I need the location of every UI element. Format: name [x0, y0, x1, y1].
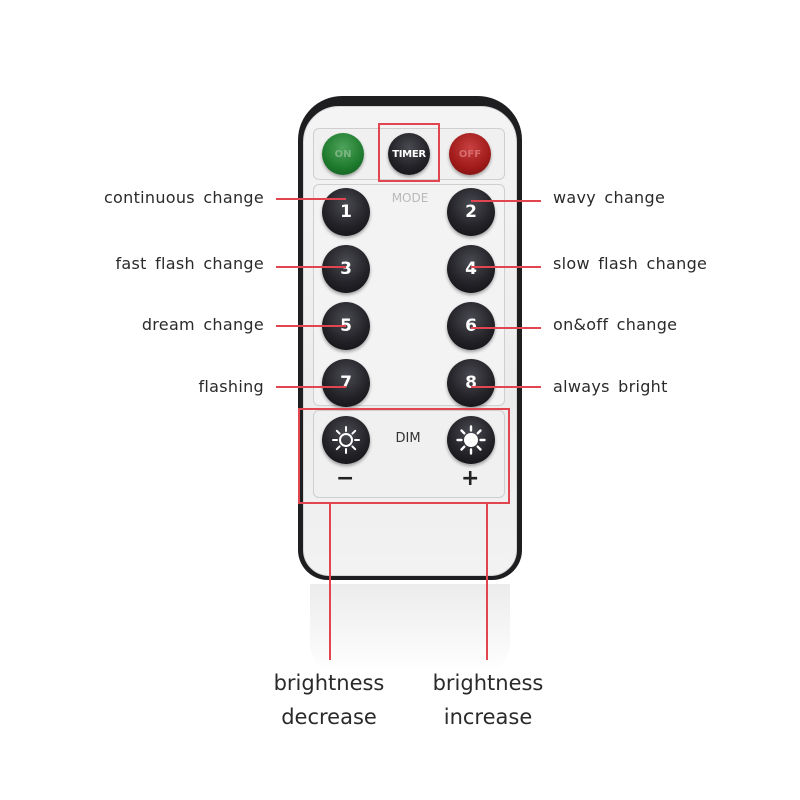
label-dim-plus-line1: brightness	[432, 671, 544, 695]
callout-line-7	[276, 386, 346, 388]
label-button-4: slow flash change	[553, 254, 708, 273]
callout-line-dim-plus	[486, 504, 488, 660]
sun-outline-icon	[332, 426, 360, 454]
label-button-6: on&off change	[553, 315, 678, 334]
callout-line-3	[276, 266, 346, 268]
dim-highlight-box	[298, 408, 510, 504]
label-button-5: dream change	[141, 315, 264, 334]
mode-button-4[interactable]: 4	[447, 245, 495, 293]
label-button-2: wavy change	[553, 188, 666, 207]
label-dim-minus-line2: decrease	[281, 705, 377, 729]
dim-label: DIM	[395, 431, 421, 446]
callout-line-6	[471, 327, 541, 329]
off-button[interactable]: OFF	[449, 133, 491, 175]
dim-plus-button[interactable]	[447, 416, 495, 464]
callout-line-1	[276, 198, 346, 200]
mode-button-7[interactable]: 7	[322, 359, 370, 407]
minus-sign: −	[336, 466, 355, 491]
timer-button[interactable]: TIMER	[388, 133, 430, 175]
label-dim-plus: brightness increase	[403, 666, 573, 734]
plus-sign: +	[461, 466, 480, 491]
timer-highlight-box	[378, 123, 440, 182]
callout-line-4	[471, 266, 541, 268]
label-dim-plus-line2: increase	[443, 705, 533, 729]
label-button-1: continuous change	[103, 188, 264, 207]
label-dim-minus-line1: brightness	[273, 671, 385, 695]
mode-label: MODE	[391, 191, 429, 205]
label-button-8: always bright	[553, 377, 668, 396]
label-button-7: flashing	[198, 377, 264, 396]
mode-button-8[interactable]: 8	[447, 359, 495, 407]
callout-line-2	[471, 200, 541, 202]
mode-button-6[interactable]: 6	[447, 302, 495, 350]
mode-button-3[interactable]: 3	[322, 245, 370, 293]
dim-minus-button[interactable]	[322, 416, 370, 464]
on-button[interactable]: ON	[322, 133, 364, 175]
mode-button-1[interactable]: 1	[322, 188, 370, 236]
callout-line-dim-minus	[329, 504, 331, 660]
callout-line-5	[276, 325, 346, 327]
callout-line-8	[471, 386, 541, 388]
label-dim-minus: brightness decrease	[244, 666, 414, 734]
label-button-3: fast flash change	[115, 254, 264, 273]
mode-button-2[interactable]: 2	[447, 188, 495, 236]
remote-reflection	[310, 584, 510, 674]
sun-filled-icon	[456, 425, 486, 455]
